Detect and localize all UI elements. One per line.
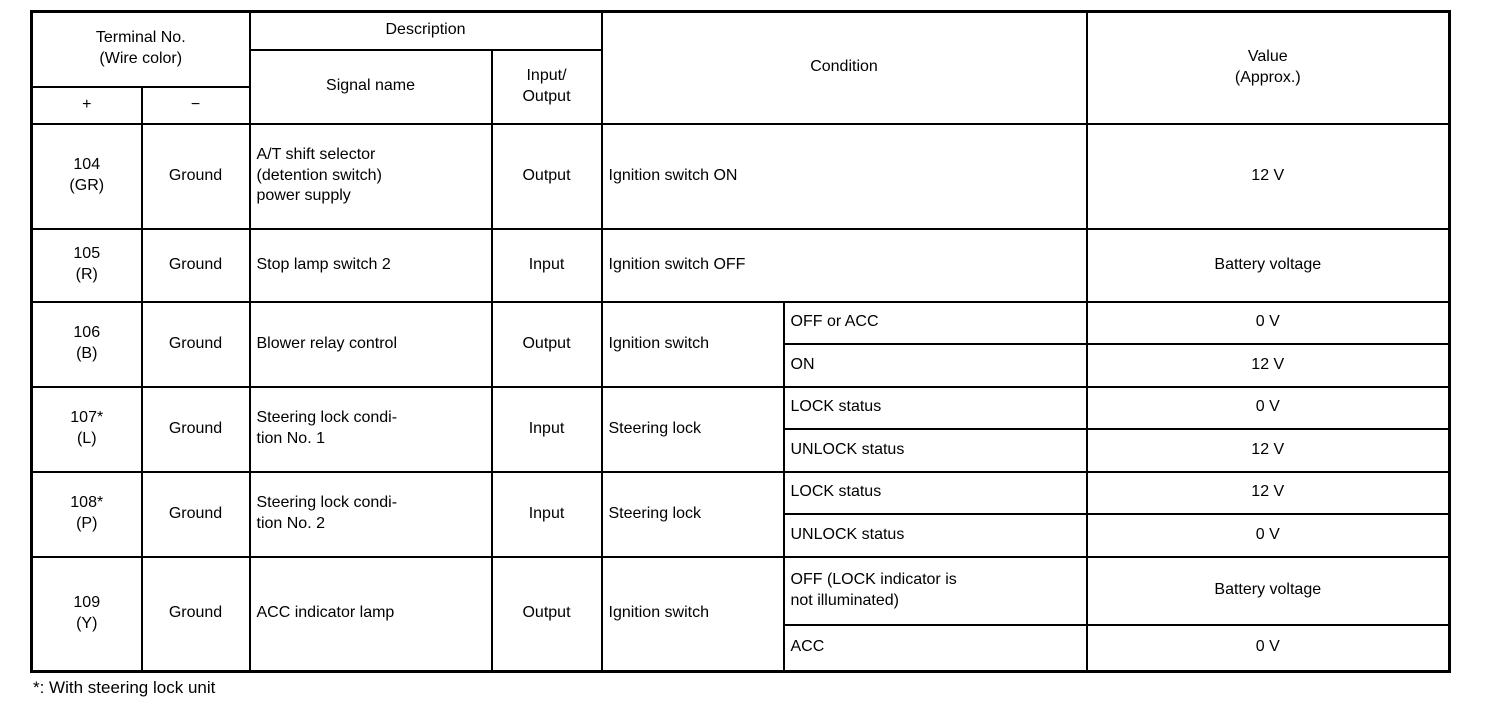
signal-name-cell: Steering lock condi- tion No. 1: [248, 385, 493, 473]
condition-case-cell: OFF or ACC: [782, 300, 1088, 345]
table-row-108b: UNLOCK status 0 V: [32, 512, 1451, 558]
table-row-109b: ACC 0 V: [32, 623, 1451, 673]
condition-label-cell: Steering lock: [600, 470, 785, 558]
table-row-107: 107* (L) Ground Steering lock condi- tio…: [30, 385, 1451, 473]
condition-case-cell: UNLOCK status: [782, 512, 1088, 558]
signal-name-cell: ACC indicator lamp: [248, 555, 493, 673]
io-cell: Output: [490, 555, 603, 673]
condition-cell: Ignition switch OFF: [600, 227, 1088, 303]
io-cell: Input: [490, 470, 603, 558]
value-cell: Battery voltage: [1085, 227, 1451, 303]
terminal-cell: 104 (GR): [30, 122, 143, 230]
condition-case-cell: LOCK status: [782, 470, 1088, 515]
condition-cell: Ignition switch ON: [600, 122, 1088, 230]
header-signal-name: Signal name: [248, 48, 493, 125]
value-cell: 0 V: [1085, 512, 1451, 558]
table-row-106b: ON 12 V: [32, 342, 1451, 388]
header-minus: −: [140, 85, 251, 125]
condition-label-cell: Ignition switch: [600, 555, 785, 673]
condition-case-cell: OFF (LOCK indicator is not illuminated): [782, 555, 1088, 626]
value-cell: 12 V: [1085, 342, 1451, 388]
header-terminal-no: Terminal No. (Wire color): [30, 10, 251, 88]
table-header: Terminal No. (Wire color) Description Co…: [30, 10, 1451, 125]
table-row-106: 106 (B) Ground Blower relay control Outp…: [30, 300, 1451, 388]
signal-name-cell: Stop lamp switch 2: [248, 227, 493, 303]
ground-cell: Ground: [140, 122, 251, 230]
table-row-104: 104 (GR) Ground A/T shift selector (dete…: [30, 122, 1451, 230]
table-row-107b: UNLOCK status 12 V: [32, 427, 1451, 473]
value-cell: 0 V: [1085, 623, 1451, 673]
header-plus: +: [30, 85, 143, 125]
condition-case-cell: LOCK status: [782, 385, 1088, 430]
ground-cell: Ground: [140, 555, 251, 673]
io-cell: Output: [490, 300, 603, 388]
ground-cell: Ground: [140, 385, 251, 473]
signal-name-cell: A/T shift selector (detention switch) po…: [248, 122, 493, 230]
io-cell: Input: [490, 385, 603, 473]
io-cell: Input: [490, 227, 603, 303]
value-cell: 12 V: [1085, 122, 1451, 230]
ground-cell: Ground: [140, 470, 251, 558]
terminal-cell: 106 (B): [30, 300, 143, 388]
header-input-output: Input/ Output: [490, 48, 603, 125]
condition-case-cell: UNLOCK status: [782, 427, 1088, 473]
condition-case-cell: ON: [782, 342, 1088, 388]
header-condition: Condition: [600, 10, 1088, 125]
header-description: Description: [248, 10, 603, 51]
terminal-cell: 109 (Y): [30, 555, 143, 673]
ground-cell: Ground: [140, 227, 251, 303]
terminal-cell: 108* (P): [30, 470, 143, 558]
value-cell: 0 V: [1085, 300, 1451, 345]
table-row-105: 105 (R) Ground Stop lamp switch 2 Input …: [30, 227, 1451, 303]
header-value: Value (Approx.): [1085, 10, 1451, 125]
terminal-reference-table: Terminal No. (Wire color) Description Co…: [30, 10, 1452, 673]
condition-label-cell: Steering lock: [600, 385, 785, 473]
value-cell: 0 V: [1085, 385, 1451, 430]
value-cell: 12 V: [1085, 427, 1451, 473]
ground-cell: Ground: [140, 300, 251, 388]
value-cell: Battery voltage: [1085, 555, 1451, 626]
table-row-109: 109 (Y) Ground ACC indicator lamp Output…: [30, 555, 1451, 673]
condition-case-cell: ACC: [782, 623, 1088, 673]
terminal-cell: 107* (L): [30, 385, 143, 473]
signal-name-cell: Blower relay control: [248, 300, 493, 388]
footnote-steering-lock: *: With steering lock unit: [33, 678, 216, 697]
table-row-108: 108* (P) Ground Steering lock condi- tio…: [30, 470, 1451, 558]
terminal-cell: 105 (R): [30, 227, 143, 303]
table-body: 104 (GR) Ground A/T shift selector (dete…: [30, 122, 1451, 673]
condition-label-cell: Ignition switch: [600, 300, 785, 388]
signal-name-cell: Steering lock condi- tion No. 2: [248, 470, 493, 558]
io-cell: Output: [490, 122, 603, 230]
value-cell: 12 V: [1085, 470, 1451, 515]
